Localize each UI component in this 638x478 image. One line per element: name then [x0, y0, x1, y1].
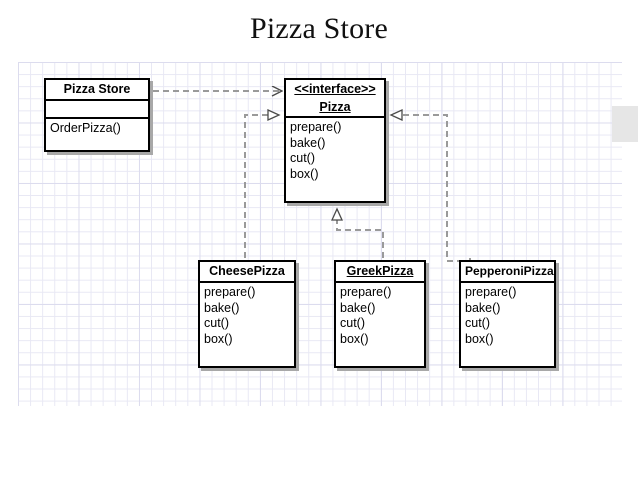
uml-divider — [461, 281, 554, 283]
uml-operations-compartment: prepare() bake() cut() box() — [200, 283, 294, 366]
uml-class-name: Pizza Store — [63, 82, 131, 96]
uml-divider — [46, 99, 148, 101]
uml-operations-compartment: OrderPizza() — [46, 119, 148, 150]
uml-operation: cut() — [465, 316, 490, 330]
connector-realization-cheese-pizza — [244, 108, 281, 258]
uml-divider — [286, 116, 384, 118]
uml-operation: bake() — [204, 300, 240, 315]
uml-operation: box() — [340, 331, 369, 346]
uml-operation: prepare() — [204, 285, 256, 299]
uml-operation: box() — [465, 331, 494, 346]
uml-class-name: Pizza — [319, 100, 351, 114]
uml-interface-pizza[interactable]: <<interface>> Pizza prepare() bake() cut… — [284, 78, 386, 203]
uml-operation: bake() — [340, 300, 376, 315]
uml-stereotype: <<interface>> — [294, 82, 376, 96]
connector-realization-greek-pizza — [330, 207, 384, 258]
uml-attributes-compartment — [46, 101, 148, 117]
uml-class-name: PepperoniPizza — [465, 264, 554, 278]
uml-class-cheesepizza[interactable]: CheesePizza prepare() bake() cut() box() — [198, 260, 296, 368]
uml-operation: bake() — [465, 300, 501, 315]
page-title: Pizza Store — [250, 12, 388, 45]
uml-operation: prepare() — [465, 285, 517, 299]
uml-operation: prepare() — [340, 285, 392, 299]
uml-operations-compartment: prepare() bake() cut() box() — [461, 283, 554, 366]
uml-operation: box() — [290, 166, 319, 181]
uml-divider — [336, 281, 424, 283]
uml-operations-compartment: prepare() bake() cut() box() — [286, 118, 384, 201]
connector-realization-pepperoni-pizza — [389, 108, 471, 262]
uml-operation: OrderPizza() — [50, 121, 121, 135]
right-edge-swatch — [612, 106, 638, 142]
uml-class-pizzastore[interactable]: Pizza Store OrderPizza() — [44, 78, 150, 152]
uml-operation: bake() — [290, 135, 326, 150]
uml-operation: cut() — [204, 316, 229, 330]
uml-class-pepperonipizza[interactable]: PepperoniPizza prepare() bake() cut() bo… — [459, 260, 556, 368]
uml-operation: cut() — [290, 151, 315, 165]
uml-operation: prepare() — [290, 120, 342, 134]
uml-class-name: CheesePizza — [209, 264, 285, 278]
uml-divider — [46, 117, 148, 119]
uml-divider — [200, 281, 294, 283]
uml-operation: cut() — [340, 316, 365, 330]
uml-operations-compartment: prepare() bake() cut() box() — [336, 283, 424, 366]
uml-operation: box() — [204, 331, 233, 346]
uml-class-name: GreekPizza — [346, 264, 414, 278]
uml-class-greekpizza[interactable]: GreekPizza prepare() bake() cut() box() — [334, 260, 426, 368]
